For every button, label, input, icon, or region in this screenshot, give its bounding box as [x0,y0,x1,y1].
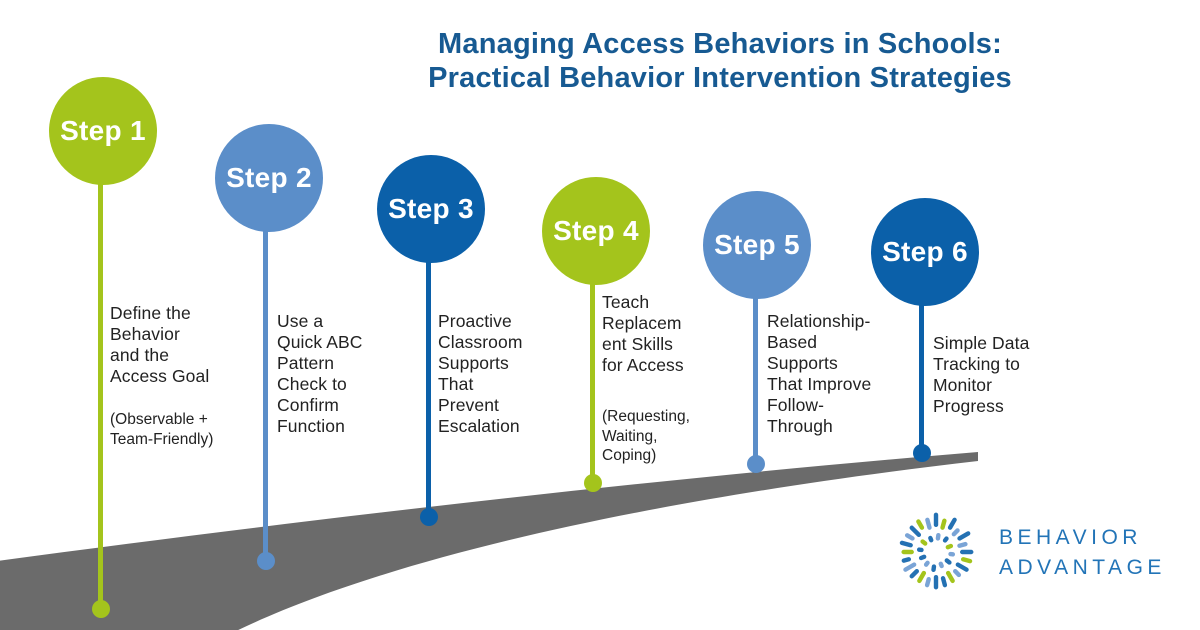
step-6-stem [919,252,924,453]
step-6-description: Simple Data Tracking to Monitor Progress [933,333,1030,416]
step-4-note: (Requesting, Waiting, Coping) [602,408,690,464]
step-1-note: (Observable + Team-Friendly) [110,411,214,448]
step-6-label: Step 6 [882,236,968,267]
wordmark-line2: ADVANTAGE [999,556,1166,579]
step-2-label: Step 2 [226,162,312,193]
step-4-stem [590,231,595,483]
step-5-circle: Step 5 [703,191,811,299]
page-title: Managing Access Behaviors in Schools: Pr… [260,27,1180,95]
step-4-description: Teach Replacem ent Skills for Access [602,292,684,375]
step-3-label: Step 3 [388,193,474,224]
step-1-stem [98,131,103,609]
step-1-description: Define the Behavior and the Access Goal [110,303,210,386]
starburst-inner-ring [916,532,956,572]
wordmark-line1: BEHAVIOR [999,526,1142,549]
step-5-label: Step 5 [714,229,800,260]
step-1-circle: Step 1 [49,77,157,185]
behavior-advantage-wordmark: BEHAVIOR ADVANTAGE [999,523,1166,583]
page-title-line2: Practical Behavior Intervention Strategi… [428,62,1012,94]
starburst-icon [899,512,974,590]
step-6-circle: Step 6 [871,198,979,306]
step-3-stem [426,209,431,517]
step-2-circle: Step 2 [215,124,323,232]
step-4-dot [584,474,602,492]
step-2-dot [257,552,275,570]
step-3-description: Proactive Classroom Supports That Preven… [438,311,523,436]
step-1-label: Step 1 [60,115,146,146]
step-6-dot [913,444,931,462]
step-3-circle: Step 3 [377,155,485,263]
step-3-dot [420,508,438,526]
step-2-stem [263,178,268,561]
step-5-description: Relationship- Based Supports That Improv… [767,311,872,436]
starburst-outer-ring [899,512,974,590]
step-5-stem [753,245,758,464]
step-5-dot [747,455,765,473]
page-title-line1: Managing Access Behaviors in Schools: [438,28,1002,60]
step-1-dot [92,600,110,618]
step-2-description: Use a Quick ABC Pattern Check to Confirm… [277,311,363,436]
step-4-label: Step 4 [553,215,639,246]
step-4-circle: Step 4 [542,177,650,285]
